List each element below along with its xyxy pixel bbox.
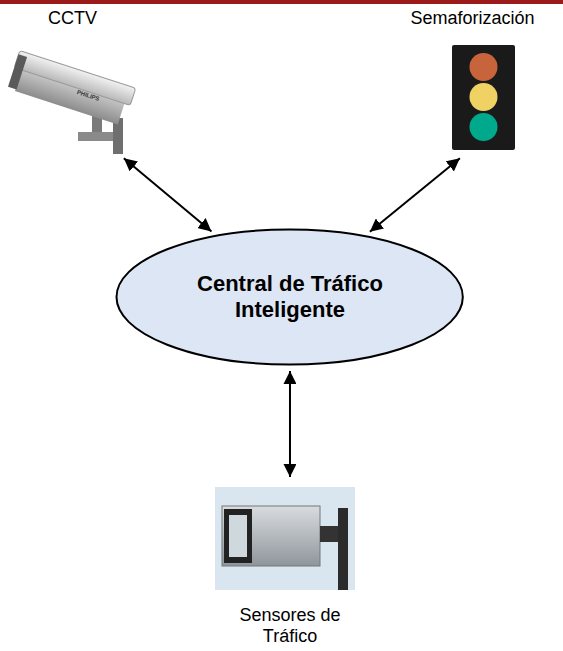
node-label: Sensores de Tráfico xyxy=(225,605,355,648)
sensor-pole xyxy=(338,508,348,590)
double-arrow xyxy=(124,158,212,231)
node-label: CCTV xyxy=(48,8,97,30)
sensor-body xyxy=(222,506,320,566)
camera-front xyxy=(8,54,27,89)
traffic-light-body xyxy=(452,45,515,150)
ellipse-shape xyxy=(117,230,463,365)
brand-label: PHILIPS xyxy=(76,89,100,102)
sensor-lens xyxy=(229,515,247,557)
top-bar xyxy=(0,0,563,4)
camera-node: CCTV xyxy=(10,8,135,155)
yellow-lamp xyxy=(470,83,498,111)
node-label: Semaforización xyxy=(410,8,534,30)
camera-illustration xyxy=(7,51,135,154)
sensor-node: Sensores de Tráfico xyxy=(200,482,380,648)
node-title: Central de Tráfico Inteligente xyxy=(175,271,405,324)
sensor-photo-ground xyxy=(215,487,355,590)
double-arrow xyxy=(289,371,291,477)
red-lamp xyxy=(470,53,498,81)
central-ellipse: Central de Tráfico Inteligente xyxy=(115,228,464,366)
sensor-face xyxy=(224,509,252,563)
sensor-illustration xyxy=(215,487,355,590)
green-lamp xyxy=(470,113,498,141)
traffic-light-node: Semaforización xyxy=(385,8,560,155)
camera-hood xyxy=(14,51,136,106)
traffic-light-illustration xyxy=(452,45,515,150)
double-arrow xyxy=(370,158,460,232)
camera-bracket xyxy=(78,132,118,141)
